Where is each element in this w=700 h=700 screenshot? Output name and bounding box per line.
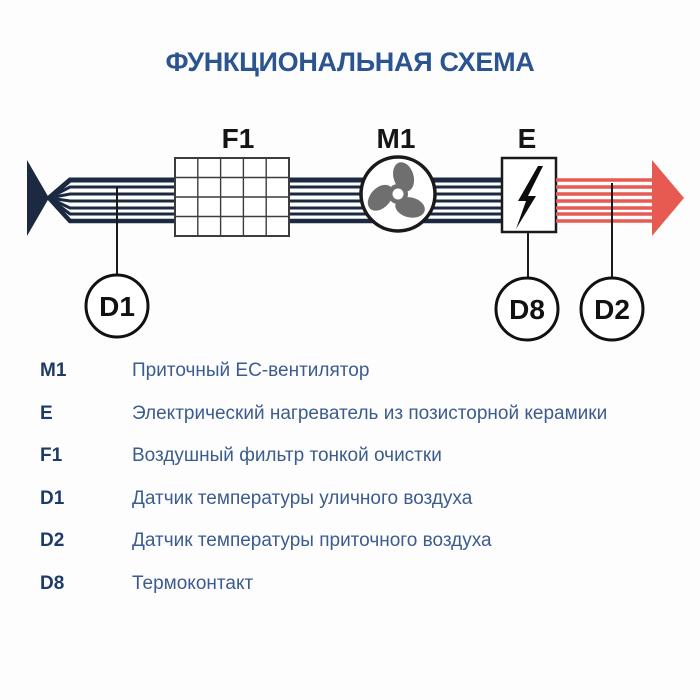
legend-row-d8: D8 Термоконтакт	[40, 572, 680, 595]
hot-airflow-lines	[556, 178, 656, 223]
legend-row-m1: M1 Приточный ЕС-вентилятор	[40, 360, 680, 382]
sensor-d2: D2	[579, 276, 645, 342]
cold-airflow-lines	[47, 177, 504, 224]
heater-box	[500, 156, 558, 234]
legend-row-e: E Электрический нагреватель из позисторн…	[40, 402, 680, 425]
legend-row-d2: D2 Датчик температуры приточного воздуха	[40, 530, 680, 552]
functional-diagram: D1 D8 D2 F1 M1 E	[27, 123, 684, 342]
lightning-icon	[516, 166, 543, 229]
intake-arrow-icon	[27, 160, 49, 236]
legend-label: Датчик температуры уличного воздуха	[132, 487, 473, 509]
fan-label: M1	[377, 123, 416, 154]
sensor-d1: D1	[84, 273, 150, 339]
filter-label: F1	[222, 123, 255, 154]
page-title: ФУНКЦИОНАЛЬНАЯ СХЕМА	[165, 47, 535, 77]
legend-label: Приточный ЕС-вентилятор	[132, 360, 370, 381]
heater-label: E	[518, 123, 537, 154]
legend-label: Термоконтакт	[132, 572, 254, 594]
sensor-d8-label: D8	[509, 294, 545, 325]
legend: M1 Приточный ЕС-вентилятор E Электрическ…	[40, 360, 680, 616]
legend-key: D8	[40, 572, 65, 594]
filter-icon	[174, 157, 290, 237]
legend-label: Датчик температуры приточного воздуха	[132, 530, 492, 551]
sensor-d1-label: D1	[99, 291, 135, 322]
legend-key: D1	[40, 487, 65, 509]
sensor-d8: D8	[494, 276, 560, 342]
fan-icon	[359, 155, 437, 233]
legend-key: E	[40, 402, 53, 424]
legend-row-f1: F1 Воздушный фильтр тонкой очистки	[40, 445, 680, 467]
supply-arrow-icon	[652, 160, 684, 236]
sensor-d2-label: D2	[594, 294, 630, 325]
legend-key: D2	[40, 530, 65, 551]
legend-key: M1	[40, 360, 67, 381]
legend-row-d1: D1 Датчик температуры уличного воздуха	[40, 487, 680, 510]
legend-label: Электрический нагреватель из позисторной…	[132, 402, 608, 424]
legend-label: Воздушный фильтр тонкой очистки	[132, 445, 442, 466]
legend-key: F1	[40, 445, 63, 466]
